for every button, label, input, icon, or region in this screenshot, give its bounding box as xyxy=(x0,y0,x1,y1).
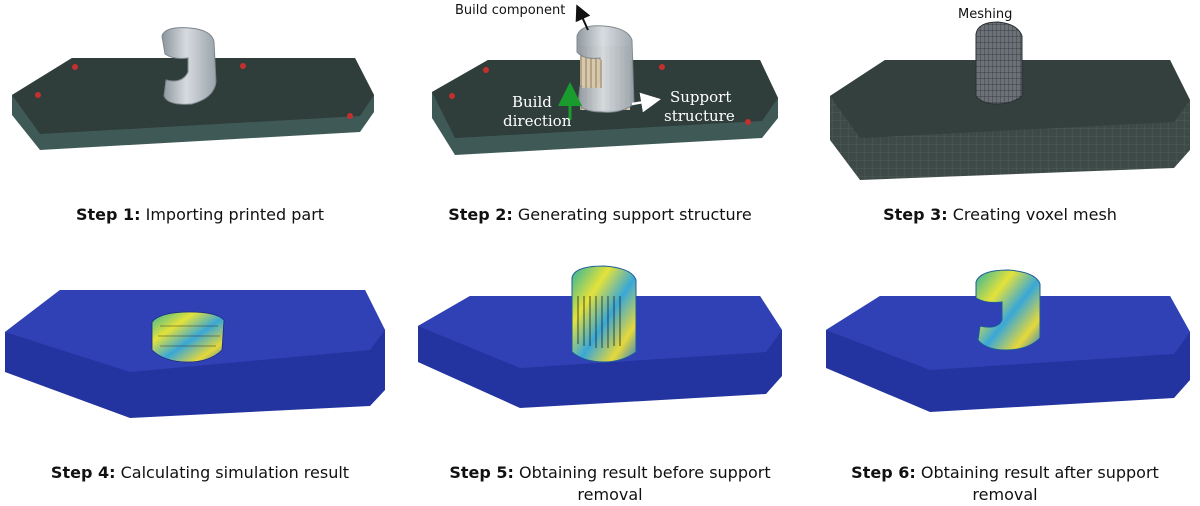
bolt-hole-marker xyxy=(449,93,455,99)
bolt-hole-marker xyxy=(745,119,751,125)
support-lines xyxy=(577,296,621,348)
step3-text: Creating voxel mesh xyxy=(952,205,1117,224)
build-direction-label-1: Build xyxy=(512,93,552,111)
support-structure-inner xyxy=(582,60,602,88)
step2-caption: Step 2: Generating support structure xyxy=(420,204,780,226)
meshed-part xyxy=(975,21,1023,105)
bolt-hole-marker xyxy=(35,92,41,98)
step2-text: Generating support structure xyxy=(517,205,752,224)
build-component-label: Build component xyxy=(455,3,565,18)
step3-caption: Step 3: Creating voxel mesh xyxy=(820,204,1180,226)
support-structure-arrow xyxy=(631,92,661,113)
build-component xyxy=(576,25,635,113)
step2-illustration: Build component Build direction Support … xyxy=(432,3,782,161)
build-component-arrow xyxy=(575,4,591,31)
step5-label: Step 5: xyxy=(449,463,514,482)
step5-caption: Step 5: Obtaining result before support … xyxy=(420,462,800,506)
step2-label: Step 2: xyxy=(448,205,513,224)
step3-illustration: Meshing xyxy=(830,7,1190,180)
step5-text: Obtaining result before support removal xyxy=(519,463,771,504)
simulation-part-no-support xyxy=(975,269,1041,351)
step4-illustration xyxy=(5,290,385,418)
simulation-part xyxy=(151,311,225,363)
bolt-hole-marker xyxy=(659,64,665,70)
substrate-label: Substrate xyxy=(703,142,782,161)
meshing-label: Meshing xyxy=(958,7,1012,22)
step1-label: Step 1: xyxy=(75,205,141,224)
step4-caption: Step 4: Calculating simulation result xyxy=(20,462,380,484)
step1-caption: Step 1: Importing printed part xyxy=(20,204,380,226)
step6-illustration xyxy=(826,269,1190,412)
bolt-hole-marker xyxy=(72,64,78,70)
build-direction-label-2: direction xyxy=(503,112,572,130)
bolt-hole-marker xyxy=(347,113,353,119)
simulation-part-with-support xyxy=(571,265,637,363)
step3-label: Step 3: xyxy=(883,205,948,224)
step4-label: Step 4: xyxy=(50,463,116,482)
step6-text: Obtaining result after support removal xyxy=(920,463,1159,504)
contour-lines xyxy=(158,325,220,347)
bolt-hole-marker xyxy=(483,67,489,73)
printed-part xyxy=(161,27,217,105)
support-structure-label-2: structure xyxy=(664,107,735,125)
step6-caption: Step 6: Obtaining result after support r… xyxy=(820,462,1190,506)
step5-illustration xyxy=(418,265,782,408)
bolt-hole-marker xyxy=(240,63,246,69)
support-structure-label-1: Support xyxy=(670,88,731,106)
step1-illustration xyxy=(12,27,374,150)
step6-label: Step 6: xyxy=(851,463,916,482)
step4-text: Calculating simulation result xyxy=(120,463,350,482)
step1-text: Importing printed part xyxy=(145,205,325,224)
